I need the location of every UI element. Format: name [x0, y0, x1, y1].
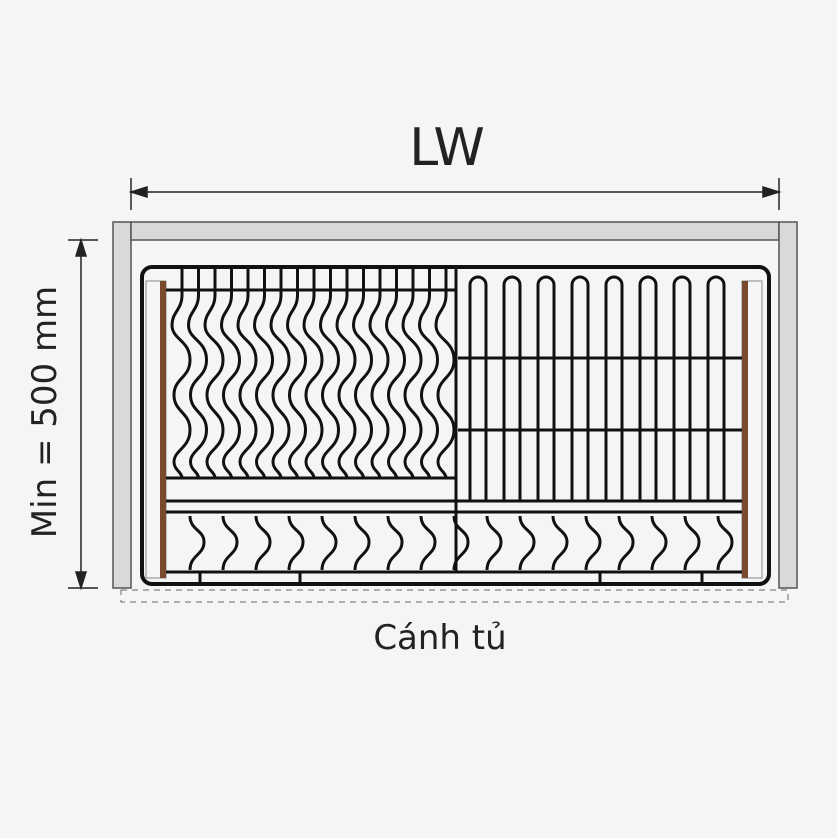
cup-wire-loop [706, 275, 726, 500]
wood-strip-left [160, 281, 166, 578]
plate-wire [170, 268, 192, 479]
plate-wire [434, 268, 456, 479]
plate-wire [302, 268, 324, 479]
door-outline [120, 589, 789, 603]
height-label: Min = 500 mm [25, 285, 65, 539]
plate-wire [351, 268, 374, 479]
plate-wire [401, 268, 423, 479]
bottom-wire [551, 515, 569, 571]
bottom-wire [485, 515, 503, 571]
rack-outline [140, 265, 771, 586]
plate-wire [384, 268, 407, 479]
bottom-wire [518, 515, 536, 571]
cup-wire-loop [604, 275, 624, 500]
bottom-wire [254, 515, 272, 571]
rack [140, 265, 771, 586]
bottom-wire [584, 515, 602, 571]
width-dimension [128, 178, 782, 210]
bottom-wire [650, 515, 668, 571]
door-label: Cánh tủ [373, 618, 507, 658]
cup-wire-loop [502, 275, 522, 500]
bottom-wire [683, 515, 701, 571]
cup-wire-loop [536, 275, 556, 500]
bottom-wire [617, 515, 635, 571]
plate-wire [417, 268, 440, 479]
plate-wire [285, 268, 308, 479]
plate-wire [236, 268, 258, 479]
bottom-wire [452, 515, 470, 571]
bottom-wire [287, 515, 305, 571]
plate-wire [269, 268, 291, 479]
bottom-wire [353, 515, 371, 571]
bottom-wire [188, 515, 206, 571]
cup-wire-loop [570, 275, 590, 500]
plate-wire [252, 268, 275, 479]
arrow-right-icon [762, 185, 782, 199]
cabinet-right-side [778, 221, 798, 589]
plate-wire [219, 268, 242, 479]
bottom-wire [221, 515, 239, 571]
plate-wire [368, 268, 390, 479]
width-label: LW [409, 118, 485, 178]
arrow-left-icon [128, 185, 148, 199]
plate-wire [335, 268, 357, 479]
cup-wire-loop [672, 275, 692, 500]
plate-wire [203, 268, 225, 479]
cabinet-top [130, 221, 780, 241]
plate-wire [186, 268, 209, 479]
arrow-up-icon [74, 237, 88, 257]
arrow-down-icon [74, 571, 88, 591]
bottom-wire [386, 515, 404, 571]
cup-wire-loop [638, 275, 658, 500]
cabinet-frame [112, 221, 798, 589]
height-dimension [68, 237, 98, 591]
plate-wire [318, 268, 341, 479]
bottom-wire [716, 515, 734, 571]
bottom-wire [320, 515, 338, 571]
cup-wire-loop [468, 275, 488, 500]
wood-strip-right [742, 281, 748, 578]
cabinet-left-side [112, 221, 132, 589]
bottom-wire [419, 515, 437, 571]
